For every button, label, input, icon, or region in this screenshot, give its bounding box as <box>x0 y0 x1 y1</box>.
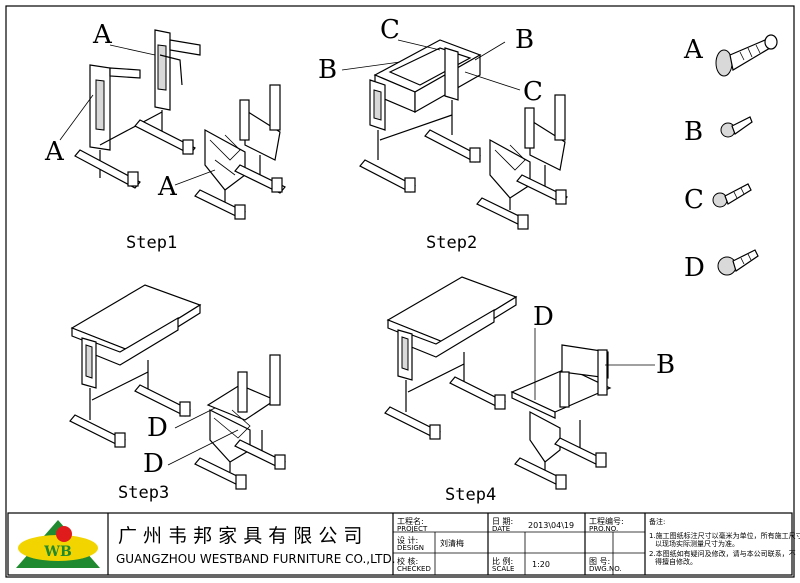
project-label: 工程名: <box>397 516 424 526</box>
step3-desk <box>69 284 202 448</box>
company-name-cn: 广 州 韦 邦 家 具 有 限 公 司 <box>118 525 362 547</box>
step1-label-a-chair: A <box>157 172 178 202</box>
check-label: 校 核: <box>397 556 418 566</box>
step4-desk <box>384 276 518 440</box>
design-value: 刘清梅 <box>440 538 464 548</box>
design-sub: DESIGN <box>397 544 424 552</box>
step3-drawing: D D Step3 <box>69 284 286 503</box>
step3-chair-frame <box>194 354 286 490</box>
logo-letters: WB <box>43 544 72 560</box>
company-logo: WB <box>16 520 100 568</box>
design-label: 设 计: <box>397 535 418 545</box>
hardware-legend: A B C D <box>683 34 778 283</box>
step4-caption: Step4 <box>445 485 496 505</box>
step2-label-b-right: B <box>515 25 534 55</box>
step3-label-d-upper: D <box>147 413 168 443</box>
project-no-sub: PRO.NO. <box>589 525 618 533</box>
logo-ellipse <box>18 535 98 561</box>
step1-label-a-left: A <box>44 137 65 167</box>
note-2: 2.本图纸如有疑问及修改，请与本公司联系，不 <box>649 549 796 558</box>
step3-label-d-lower: D <box>143 449 164 479</box>
step1-drawing: A A A Step1 <box>44 20 286 253</box>
scale-value: 1:20 <box>532 560 550 569</box>
title-block: WB 广 州 韦 邦 家 具 有 限 公 司 GUANGZHOU WESTBAN… <box>7 512 800 576</box>
screw-c-icon <box>712 183 752 208</box>
step2-drawing: C B B C Step2 <box>318 15 568 253</box>
step2-label-b-left: B <box>318 55 337 85</box>
date-label: 日 期: <box>492 517 513 526</box>
drawing-no-label: 图 号: <box>589 557 610 566</box>
project-no-label: 工程编号: <box>589 516 624 526</box>
step4-drawing: D B Step4 <box>384 276 675 505</box>
check-sub: CHECKED <box>397 565 431 573</box>
note-2b: 得擅自修改。 <box>655 557 697 566</box>
scale-label: 比 例: <box>492 556 513 566</box>
notes-label: 备注: <box>649 517 665 526</box>
date-sub: DATE <box>492 525 510 533</box>
legend-label-c: C <box>684 185 704 215</box>
step1-caption: Step1 <box>126 233 177 253</box>
step1-label-a-top: A <box>92 20 113 50</box>
note-1: 1.施工图纸标注尺寸以毫米为单位，所有施工尺寸 <box>649 531 800 540</box>
drawing-no-sub: DWG.NO. <box>589 565 622 573</box>
screw-b-icon <box>720 116 753 138</box>
company-name-en: GUANGZHOU WESTBAND FURNITURE CO.,LTD. <box>116 552 396 566</box>
step4-label-d: D <box>533 302 554 332</box>
note-1b: 以现场实际测量尺寸为准。 <box>655 539 739 548</box>
scale-sub: SCALE <box>492 565 514 573</box>
step3-caption: Step3 <box>118 483 169 503</box>
step1-desk-frame <box>74 29 201 189</box>
legend-label-a: A <box>683 35 704 65</box>
screw-d-icon <box>717 249 759 276</box>
legend-label-d: D <box>684 253 705 283</box>
logo-dot <box>56 526 72 542</box>
legend-label-b: B <box>684 117 703 147</box>
step2-desk-with-drawer <box>359 39 482 193</box>
step2-label-c-top: C <box>380 15 400 45</box>
sheet-border <box>5 5 795 578</box>
step1-chair-frame <box>194 84 286 220</box>
date-value: 2013\04\19 <box>528 521 574 530</box>
project-sub: PROJECT <box>397 525 428 533</box>
step4-chair <box>510 344 612 490</box>
bolt-a-icon <box>715 34 778 77</box>
step2-caption: Step2 <box>426 233 477 253</box>
step2-chair-frame <box>476 94 568 230</box>
step2-label-c-right: C <box>523 77 543 107</box>
step4-label-b: B <box>656 350 675 380</box>
